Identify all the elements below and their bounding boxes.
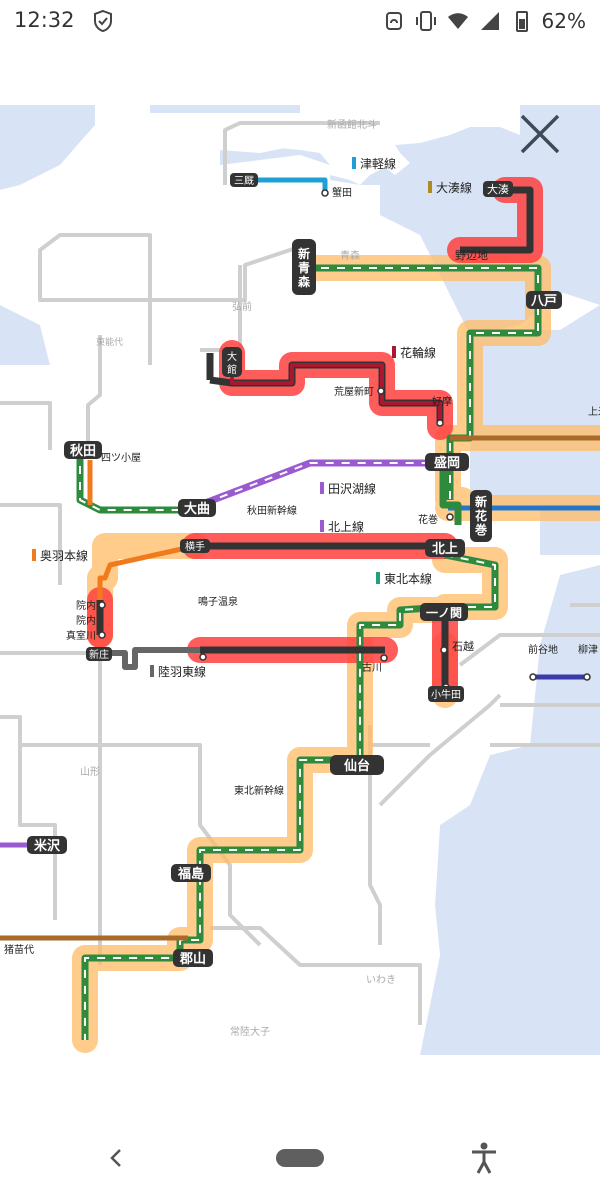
station-yokote: 横手 [185, 540, 205, 553]
close-icon[interactable] [516, 110, 564, 158]
home-pill-button[interactable] [276, 1149, 324, 1167]
station-naruko-onsen: 鳴子温泉 [198, 595, 238, 608]
station-omagari: 大曲 [184, 501, 210, 517]
station-ichinoseki: 一ノ関 [426, 606, 462, 620]
battery-icon [515, 11, 528, 32]
station-higashi-noshiro: 東能代 [96, 336, 123, 348]
signal-icon [480, 12, 499, 30]
navigation-bar [0, 1120, 600, 1200]
status-right: 62% [382, 7, 586, 35]
status-bar: 12:32 62% [0, 0, 600, 44]
station-akita: 秋田 [70, 443, 96, 459]
station-kanita: 蟹田 [332, 186, 352, 199]
svg-text:新: 新 [475, 494, 487, 509]
label-tohoku-main: 東北本線 [384, 571, 432, 586]
station-furukawa: 古川 [362, 661, 382, 674]
station-shin-aomori-3: 森 [298, 274, 311, 289]
station-badges: 三厩 大湊 新 青 森 八戸 大 館 盛岡 秋田 大曲 新 花 巻 横手 北上 … [27, 173, 562, 967]
wifi-icon [447, 13, 468, 29]
line-labels: 津軽線 大湊線 花輪線 田沢湖線 秋田新幹線 北上線 東北本線 奥羽本線 陸羽東… [32, 156, 472, 797]
station-shin-aomori-2: 青 [298, 260, 310, 275]
station-yonezawa: 米沢 [34, 838, 61, 854]
station-minmaya: 三厩 [234, 175, 254, 187]
station-shin-hakodate: 新函館北斗 [327, 118, 377, 131]
nfc-icon [385, 12, 402, 30]
label-tazawako: 田沢湖線 [328, 481, 376, 496]
station-labels: 新函館北斗 蟹田 野辺地 青森 弘前 東能代 荒屋新町 好摩 上米内 四ツ小屋 … [4, 118, 600, 1038]
station-morioka: 盛岡 [434, 455, 460, 471]
station-aomori: 青森 [340, 249, 360, 262]
station-hachinohe: 八戸 [530, 294, 557, 309]
station-innai: 院内 [76, 599, 96, 612]
label-tsugaru: 津軽線 [360, 156, 396, 171]
station-iwaki: いわき [366, 974, 396, 986]
label-hanawa: 花輪線 [400, 345, 436, 360]
label-akita-shinkansen: 秋田新幹線 [247, 504, 297, 517]
station-kami-kuromai: 上米内 [588, 405, 600, 418]
label-kitakami: 北上線 [328, 519, 364, 534]
label-ou: 奥羽本線 [40, 548, 88, 563]
station-dots [98, 189, 591, 691]
station-yotsugoya: 四ツ小屋 [101, 452, 141, 464]
station-ominato: 大湊 [487, 182, 509, 196]
back-icon[interactable] [100, 1142, 132, 1174]
station-maeyachi: 前谷地 [528, 643, 558, 656]
status-time: 12:32 [14, 8, 75, 32]
station-hitachi-daigo: 常陸大子 [230, 1025, 270, 1038]
station-noheji: 野辺地 [455, 249, 488, 262]
security-shield-icon [94, 9, 112, 33]
station-shinjo: 新庄 [89, 648, 109, 661]
station-yamagata: 山形 [80, 766, 100, 778]
station-odate-2: 館 [227, 363, 237, 376]
station-sendai: 仙台 [344, 758, 370, 774]
station-kogota: 小牛田 [431, 688, 461, 701]
accessibility-icon[interactable] [466, 1140, 502, 1176]
station-hanamaki: 花巻 [418, 513, 438, 526]
station-ishikoshi: 石越 [452, 639, 474, 653]
station-inawashiro: 猪苗代 [4, 944, 34, 956]
vibrate-icon [415, 11, 436, 31]
station-hirosaki: 弘前 [232, 300, 252, 313]
route-map-svg: 三厩 大湊 新 青 森 八戸 大 館 盛岡 秋田 大曲 新 花 巻 横手 北上 … [0, 105, 600, 1055]
station-innai-2: 院内 [76, 614, 96, 627]
station-shin-aomori-1: 新 [298, 246, 310, 261]
svg-text:巻: 巻 [474, 522, 488, 537]
station-kitakami: 北上 [432, 542, 458, 557]
station-odate-1: 大 [227, 350, 237, 363]
label-rikuu-east: 陸羽東線 [158, 664, 206, 679]
label-ominato: 大湊線 [436, 180, 472, 195]
label-tohoku-shinkansen: 東北新幹線 [234, 784, 284, 797]
svg-text:花: 花 [475, 508, 487, 523]
station-fukushima: 福島 [177, 866, 204, 882]
battery-percent: 62% [541, 9, 586, 33]
svg-text:真室川: 真室川 [66, 629, 96, 642]
station-yanaizu: 柳津 [578, 643, 598, 656]
station-kozuya: 好摩 [432, 395, 452, 408]
station-koriyama: 郡山 [179, 951, 206, 967]
station-araya-shinmachi: 荒屋新町 [334, 385, 374, 398]
route-map[interactable]: 三厩 大湊 新 青 森 八戸 大 館 盛岡 秋田 大曲 新 花 巻 横手 北上 … [0, 105, 600, 1055]
